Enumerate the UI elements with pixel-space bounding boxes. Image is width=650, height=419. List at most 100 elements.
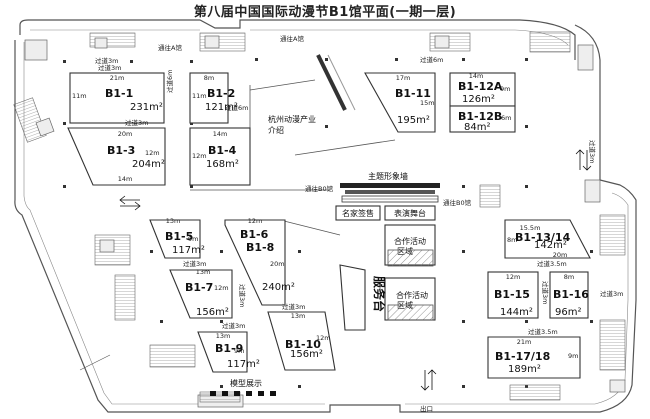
svg-text:12m: 12m bbox=[316, 334, 331, 342]
svg-text:117m²: 117m² bbox=[172, 245, 205, 256]
svg-text:13m: 13m bbox=[196, 268, 211, 276]
page-title: 第八届中国国际动漫节B1馆平面(一期一层) bbox=[193, 5, 457, 20]
svg-text:B1-5: B1-5 bbox=[165, 230, 193, 243]
booth-b1-1[interactable]: 21m 11m B1-1 231m² bbox=[69, 72, 165, 124]
svg-text:8m: 8m bbox=[564, 273, 574, 281]
booth-b1-11[interactable]: 17m 15m B1-11 195m² bbox=[364, 72, 436, 133]
svg-text:15.5m: 15.5m bbox=[520, 224, 541, 232]
svg-text:20m: 20m bbox=[118, 130, 133, 138]
svg-text:B1-15: B1-15 bbox=[494, 288, 530, 301]
svg-text:8m: 8m bbox=[204, 74, 214, 82]
svg-text:杭州动漫产业: 杭州动漫产业 bbox=[268, 114, 316, 124]
svg-text:过道6m: 过道6m bbox=[225, 103, 248, 112]
svg-text:126m²: 126m² bbox=[462, 94, 495, 105]
celebrity-signing-area[interactable]: 名家签售 bbox=[335, 205, 381, 221]
booth-b1-16[interactable]: 8m B1-16 96m² bbox=[549, 271, 589, 319]
svg-text:168m²: 168m² bbox=[206, 159, 239, 170]
svg-text:20m: 20m bbox=[553, 251, 568, 259]
svg-text:189m²: 189m² bbox=[508, 364, 541, 375]
svg-text:12m: 12m bbox=[506, 273, 521, 281]
svg-text:通往A馆: 通往A馆 bbox=[158, 43, 182, 52]
hangzhou-intro-area: 杭州动漫产业 介绍 bbox=[268, 114, 316, 135]
svg-text:过道3m: 过道3m bbox=[98, 63, 121, 72]
svg-text:B1-13/14: B1-13/14 bbox=[515, 231, 571, 244]
svg-text:B1-11: B1-11 bbox=[395, 87, 431, 100]
svg-text:过道3m: 过道3m bbox=[183, 259, 206, 268]
model-display[interactable]: 模型展示 bbox=[210, 378, 276, 396]
cooperation-area-1[interactable]: 合作活动 区域 bbox=[384, 224, 436, 267]
svg-text:主题形象墙: 主题形象墙 bbox=[368, 171, 408, 181]
svg-text:B1-2: B1-2 bbox=[207, 87, 235, 100]
svg-text:14m: 14m bbox=[118, 175, 133, 183]
svg-text:过道6m: 过道6m bbox=[165, 70, 174, 93]
svg-text:21m: 21m bbox=[517, 338, 532, 346]
svg-text:过道6m: 过道6m bbox=[420, 55, 443, 64]
svg-text:表演舞台: 表演舞台 bbox=[394, 208, 426, 218]
svg-text:13m: 13m bbox=[291, 312, 306, 320]
escalators bbox=[79, 54, 440, 371]
svg-text:14m: 14m bbox=[469, 72, 484, 80]
svg-text:介绍: 介绍 bbox=[268, 125, 284, 135]
svg-text:B1-12B: B1-12B bbox=[458, 110, 502, 123]
svg-text:240m²: 240m² bbox=[262, 282, 295, 293]
svg-text:204m²: 204m² bbox=[132, 159, 165, 170]
booth-b1-7[interactable]: 13m 12m B1-7 156m² bbox=[169, 268, 233, 319]
booth-b1-5[interactable]: 13m 9m B1-5 117m² bbox=[149, 217, 205, 259]
svg-text:9m: 9m bbox=[188, 235, 198, 243]
booth-b1-9[interactable]: 13m 9m B1-9 117m² bbox=[197, 331, 260, 373]
svg-text:服务台: 服务台 bbox=[372, 276, 387, 312]
svg-text:B1-4: B1-4 bbox=[208, 144, 237, 157]
svg-text:17m: 17m bbox=[396, 74, 411, 82]
svg-text:B1-8: B1-8 bbox=[246, 241, 274, 254]
performance-stage[interactable]: 表演舞台 bbox=[384, 205, 436, 221]
svg-text:20m: 20m bbox=[270, 260, 285, 268]
arrow-icons bbox=[119, 149, 592, 391]
svg-text:过道3m: 过道3m bbox=[125, 118, 148, 127]
svg-text:通往B0馆: 通往B0馆 bbox=[443, 198, 472, 207]
svg-text:144m²: 144m² bbox=[500, 307, 533, 318]
svg-text:12m: 12m bbox=[214, 284, 229, 292]
booth-b1-2[interactable]: 8m 11m B1-2 121m² bbox=[189, 72, 238, 124]
service-desk[interactable]: 服务台 bbox=[339, 264, 387, 331]
booth-b1-12a[interactable]: 14m 9m B1-12A 126m² bbox=[449, 72, 516, 107]
booth-b1-10[interactable]: 13m 12m B1-10 156m² bbox=[267, 311, 336, 371]
svg-text:出口: 出口 bbox=[420, 404, 433, 413]
svg-text:过道3m: 过道3m bbox=[600, 289, 623, 298]
svg-text:156m²: 156m² bbox=[290, 349, 323, 360]
theme-wall: 主题形象墙 bbox=[368, 171, 408, 181]
svg-text:9m: 9m bbox=[568, 352, 578, 360]
svg-text:21m: 21m bbox=[110, 74, 125, 82]
booth-b1-12b[interactable]: 6m B1-12B 84m² bbox=[449, 105, 516, 133]
structural-columns bbox=[63, 58, 593, 388]
svg-text:84m²: 84m² bbox=[464, 122, 490, 133]
svg-text:过道3m: 过道3m bbox=[588, 140, 597, 163]
booth-b1-3[interactable]: 20m 12m 14m B1-3 204m² bbox=[67, 127, 166, 186]
building-outline bbox=[14, 19, 637, 413]
svg-text:195m²: 195m² bbox=[397, 115, 430, 126]
booth-b1-15[interactable]: 12m B1-15 144m² bbox=[487, 271, 539, 319]
svg-text:B1-17/18: B1-17/18 bbox=[495, 350, 550, 363]
svg-text:B1-9: B1-9 bbox=[215, 342, 243, 355]
svg-text:合作活动: 合作活动 bbox=[396, 290, 428, 300]
svg-text:过道3m: 过道3m bbox=[541, 281, 550, 304]
cooperation-area-2[interactable]: 合作活动 区域 bbox=[384, 277, 436, 321]
svg-text:12m: 12m bbox=[192, 152, 207, 160]
svg-text:过道3.5m: 过道3.5m bbox=[537, 259, 567, 268]
booth-b1-4[interactable]: 14m 12m B1-4 168m² bbox=[189, 127, 251, 186]
svg-text:过道3m: 过道3m bbox=[95, 56, 118, 65]
svg-text:B1-16: B1-16 bbox=[553, 288, 589, 301]
booth-b1-13-14[interactable]: 15.5m 8m 20m B1-13/14 142m² bbox=[504, 219, 591, 259]
svg-text:8m: 8m bbox=[507, 236, 517, 244]
svg-text:142m²: 142m² bbox=[534, 240, 567, 251]
svg-text:B1-10: B1-10 bbox=[285, 338, 321, 351]
svg-text:9m: 9m bbox=[500, 85, 510, 93]
svg-text:12m: 12m bbox=[248, 217, 263, 225]
svg-text:13m: 13m bbox=[166, 217, 181, 225]
svg-text:过道3m: 过道3m bbox=[222, 321, 245, 330]
svg-text:B1-3: B1-3 bbox=[107, 144, 135, 157]
svg-text:13m: 13m bbox=[216, 332, 231, 340]
stair-cores bbox=[13, 31, 626, 408]
booth-b1-17-18[interactable]: 21m 9m B1-17/18 189m² bbox=[487, 336, 581, 379]
booth-b1-6-8[interactable]: 12m 20m B1-6 B1-8 240m² bbox=[224, 217, 295, 306]
